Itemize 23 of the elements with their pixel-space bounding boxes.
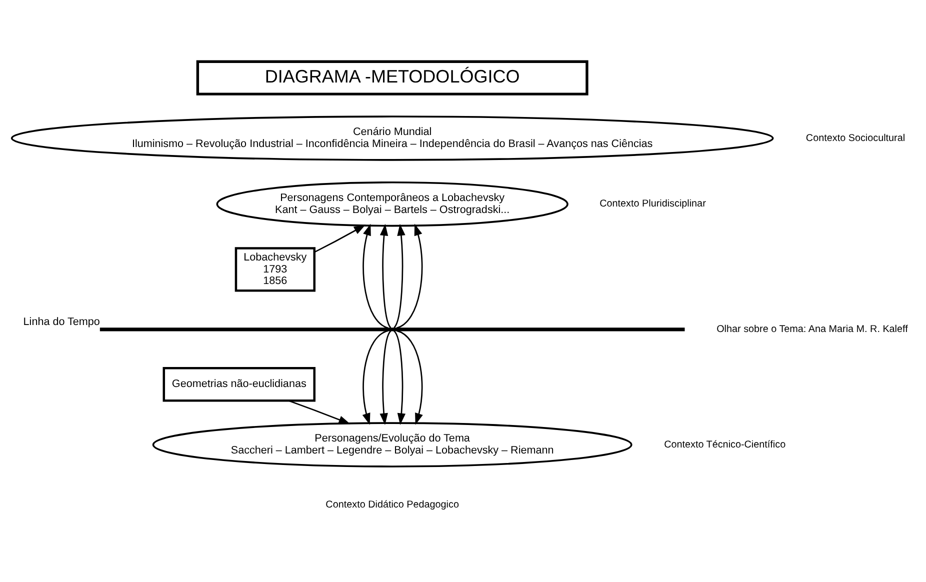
label: Olhar sobre o Tema: Ana Maria M. R. Kaleff xyxy=(716,323,908,334)
node-bar xyxy=(100,327,685,331)
label: Contexto Pluridisciplinar xyxy=(600,198,706,210)
node-ellipse: Cenário Mundial Iluminismo – Revolução Industrial – Inconfidência Mineira – Independência do Brasil – Avanços nas Ciências xyxy=(10,115,774,160)
node-ellipse: Personagens/Evolução do Tema Saccheri – Lambert – Legendre – Bolyai – Lobachevsky – Riemann xyxy=(152,422,632,467)
arrow xyxy=(314,224,366,252)
arrow xyxy=(396,330,423,424)
label: Contexto Didático Pedagogico xyxy=(326,499,459,510)
arrow xyxy=(288,400,350,424)
node-box: Lobachevsky 1793 1856 xyxy=(234,246,316,292)
node-box: Geometrias não-euclidianas xyxy=(162,366,316,402)
arrow xyxy=(394,223,406,328)
arrow xyxy=(362,223,388,328)
label: Contexto Sociocultural xyxy=(806,132,906,144)
node-label: Linha do Tempo xyxy=(23,315,100,328)
label: Contexto Técnico-Científico xyxy=(664,438,786,450)
arrow xyxy=(380,223,392,328)
arrow xyxy=(396,223,423,328)
arrow xyxy=(393,330,406,424)
arrow xyxy=(380,330,392,424)
arrow xyxy=(362,330,388,424)
node-ellipse: Personagens Contemporâneos a Lobachevsky Kant – Gauss – Bolyai – Bartels – Ostrogradski... xyxy=(216,181,568,226)
node-box: DIAGRAMA -METODOLÓGICO xyxy=(196,60,588,95)
